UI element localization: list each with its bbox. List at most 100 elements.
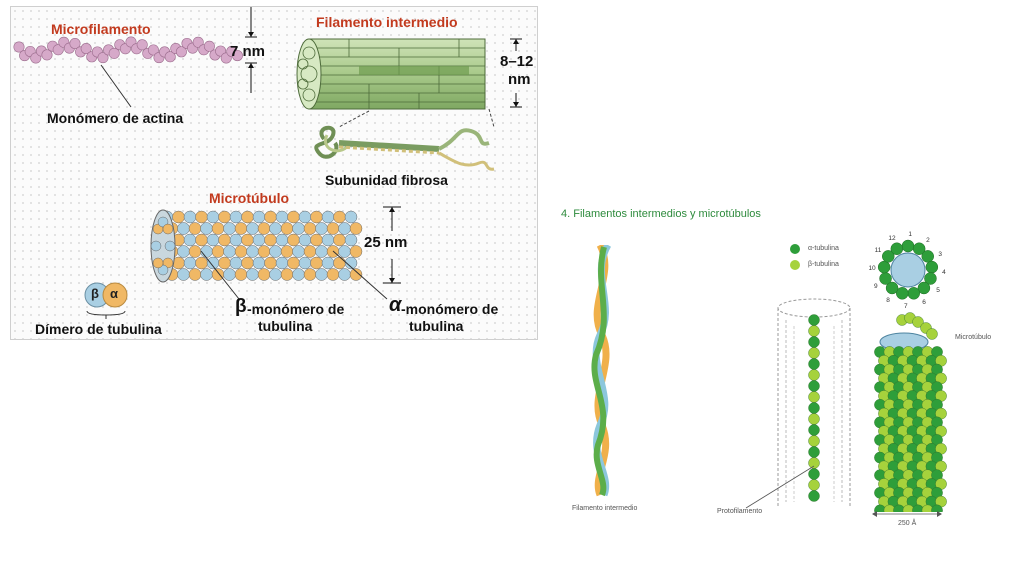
protofilament-subunit bbox=[808, 446, 820, 458]
beta-symbol: β bbox=[91, 286, 99, 301]
intermediate-filament-twisted-illustration bbox=[591, 245, 612, 497]
ring-protofilament bbox=[921, 250, 935, 263]
actin-bead bbox=[203, 40, 215, 52]
microfilament-title: Microfilamento bbox=[51, 21, 151, 37]
tubulin-subunit bbox=[264, 233, 277, 247]
tubulin-legend-dots bbox=[790, 244, 800, 270]
protofilament-subunit bbox=[808, 325, 820, 337]
actin-bead bbox=[164, 51, 176, 63]
tubulin-subunit bbox=[152, 257, 164, 269]
tubulin-subunit bbox=[200, 222, 213, 235]
tubulin-subunit bbox=[252, 233, 266, 247]
tubulin-subunit bbox=[183, 210, 197, 224]
tubulin-subunit bbox=[234, 222, 248, 235]
ring-number: 10 bbox=[868, 265, 876, 272]
protofilament-subunit bbox=[808, 402, 820, 414]
beta-monomer-symbol: β bbox=[235, 296, 247, 317]
tubulin-subunit bbox=[326, 222, 340, 235]
protofilament-subunit bbox=[808, 380, 820, 392]
protofilament-subunit bbox=[808, 424, 820, 436]
ring-number: 12 bbox=[888, 235, 896, 242]
tubulin-subunit bbox=[275, 233, 289, 247]
tubulin-subunit bbox=[206, 233, 220, 247]
tubulin-subunit bbox=[223, 222, 236, 235]
tubulin-subunit bbox=[310, 233, 323, 247]
ring-protofilament bbox=[907, 287, 920, 300]
actin-bead bbox=[147, 44, 159, 56]
protofilament-pointer-line bbox=[745, 465, 815, 509]
ring-number: 5 bbox=[936, 287, 940, 294]
actin-bead bbox=[175, 46, 187, 58]
ring-protofilament bbox=[877, 260, 891, 274]
alpha-monomer-label-line1: -monómero de bbox=[401, 301, 499, 317]
tubulin-subunit bbox=[349, 245, 363, 258]
ring-number: 9 bbox=[874, 283, 878, 290]
actin-bead bbox=[231, 50, 243, 62]
ring-protofilament bbox=[924, 272, 937, 285]
tubulin-subunit bbox=[292, 222, 305, 235]
monomer-pointer-lines bbox=[200, 250, 388, 300]
protofilament-subunit bbox=[808, 391, 820, 403]
alpha-symbol: α bbox=[110, 286, 118, 301]
intermediate-dimension-bracket bbox=[510, 38, 522, 108]
microtubule-dimension-bracket bbox=[383, 206, 401, 284]
tubulin-subunit bbox=[344, 256, 358, 270]
diameter-label: 250 Å bbox=[898, 520, 917, 527]
right-panel-title: 4. Filamentos intermedios y microtúbulos bbox=[561, 208, 761, 220]
microfilament-dimension-bracket bbox=[245, 7, 257, 93]
intermediate-filament-illustration bbox=[296, 38, 495, 171]
intermediate-dimension-top: 8–12 bbox=[500, 53, 534, 70]
microtubule-title: Microtúbulo bbox=[209, 190, 290, 206]
microtubule-illustration-right bbox=[874, 312, 947, 512]
ring-protofilament bbox=[925, 260, 939, 274]
protofilament-subunit bbox=[808, 358, 820, 370]
tubulin-subunit bbox=[264, 210, 277, 224]
actin-bead bbox=[108, 47, 120, 59]
legend-beta-label: β-tubulina bbox=[808, 261, 839, 268]
actin-bead bbox=[97, 52, 109, 64]
tubulin-subunit bbox=[303, 222, 317, 235]
tubulin-subunit bbox=[275, 210, 289, 224]
tubulin-dimer-label: Dímero de tubulina bbox=[35, 321, 162, 337]
ring-protofilament bbox=[912, 242, 926, 255]
tubulin-subunit bbox=[218, 233, 231, 247]
ring-protofilament bbox=[881, 250, 895, 263]
tubulin-subunit bbox=[298, 233, 312, 247]
tubulin-subunit bbox=[229, 233, 243, 247]
ring-protofilament bbox=[890, 242, 904, 255]
tubulin-subunit bbox=[206, 210, 220, 224]
ring-number: 11 bbox=[875, 247, 882, 254]
tubulin-subunit bbox=[177, 222, 190, 235]
actin-bead bbox=[41, 49, 53, 61]
ring-protofilament bbox=[917, 281, 931, 295]
tubulin-subunit bbox=[257, 222, 271, 235]
tubulin-subunit bbox=[333, 210, 346, 224]
left-diagram-panel: Microfilamento 7 nm Monómero de actina F… bbox=[10, 6, 538, 340]
protofilament-subunit bbox=[808, 347, 820, 359]
tubulin-subunit bbox=[349, 222, 363, 235]
microtubule-subunit bbox=[931, 504, 943, 512]
microtubule-growing-subunit bbox=[912, 316, 924, 328]
ring-protofilament bbox=[879, 272, 892, 285]
tubulin-subunit bbox=[344, 210, 358, 224]
actin-pointer-line bbox=[100, 64, 132, 108]
tubulin-subunit bbox=[172, 210, 185, 224]
tubulin-subunit bbox=[229, 210, 243, 224]
microtubule-label-right: Microtúbulo bbox=[955, 334, 992, 341]
tubulin-subunit bbox=[344, 233, 358, 247]
microtubule-growing-subunit bbox=[926, 328, 938, 340]
protofilament-subunit bbox=[808, 490, 820, 502]
actin-bead bbox=[192, 36, 204, 48]
tubulin-subunit bbox=[211, 222, 225, 235]
tubulin-subunit bbox=[241, 233, 254, 247]
intermediate-filament-title: Filamento intermedio bbox=[316, 14, 458, 30]
tubulin-subunit bbox=[252, 210, 266, 224]
protofilament-subunit bbox=[808, 435, 820, 447]
microtubule-dimension: 25 nm bbox=[364, 234, 408, 251]
microfilament-dimension: 7 nm bbox=[230, 43, 266, 60]
tubulin-subunit bbox=[195, 233, 208, 247]
tubulin-subunit bbox=[188, 222, 202, 235]
ring-number: 1 bbox=[908, 231, 912, 238]
alpha-monomer-label-line2: tubulina bbox=[409, 318, 464, 334]
tubulin-subunit bbox=[287, 210, 300, 224]
